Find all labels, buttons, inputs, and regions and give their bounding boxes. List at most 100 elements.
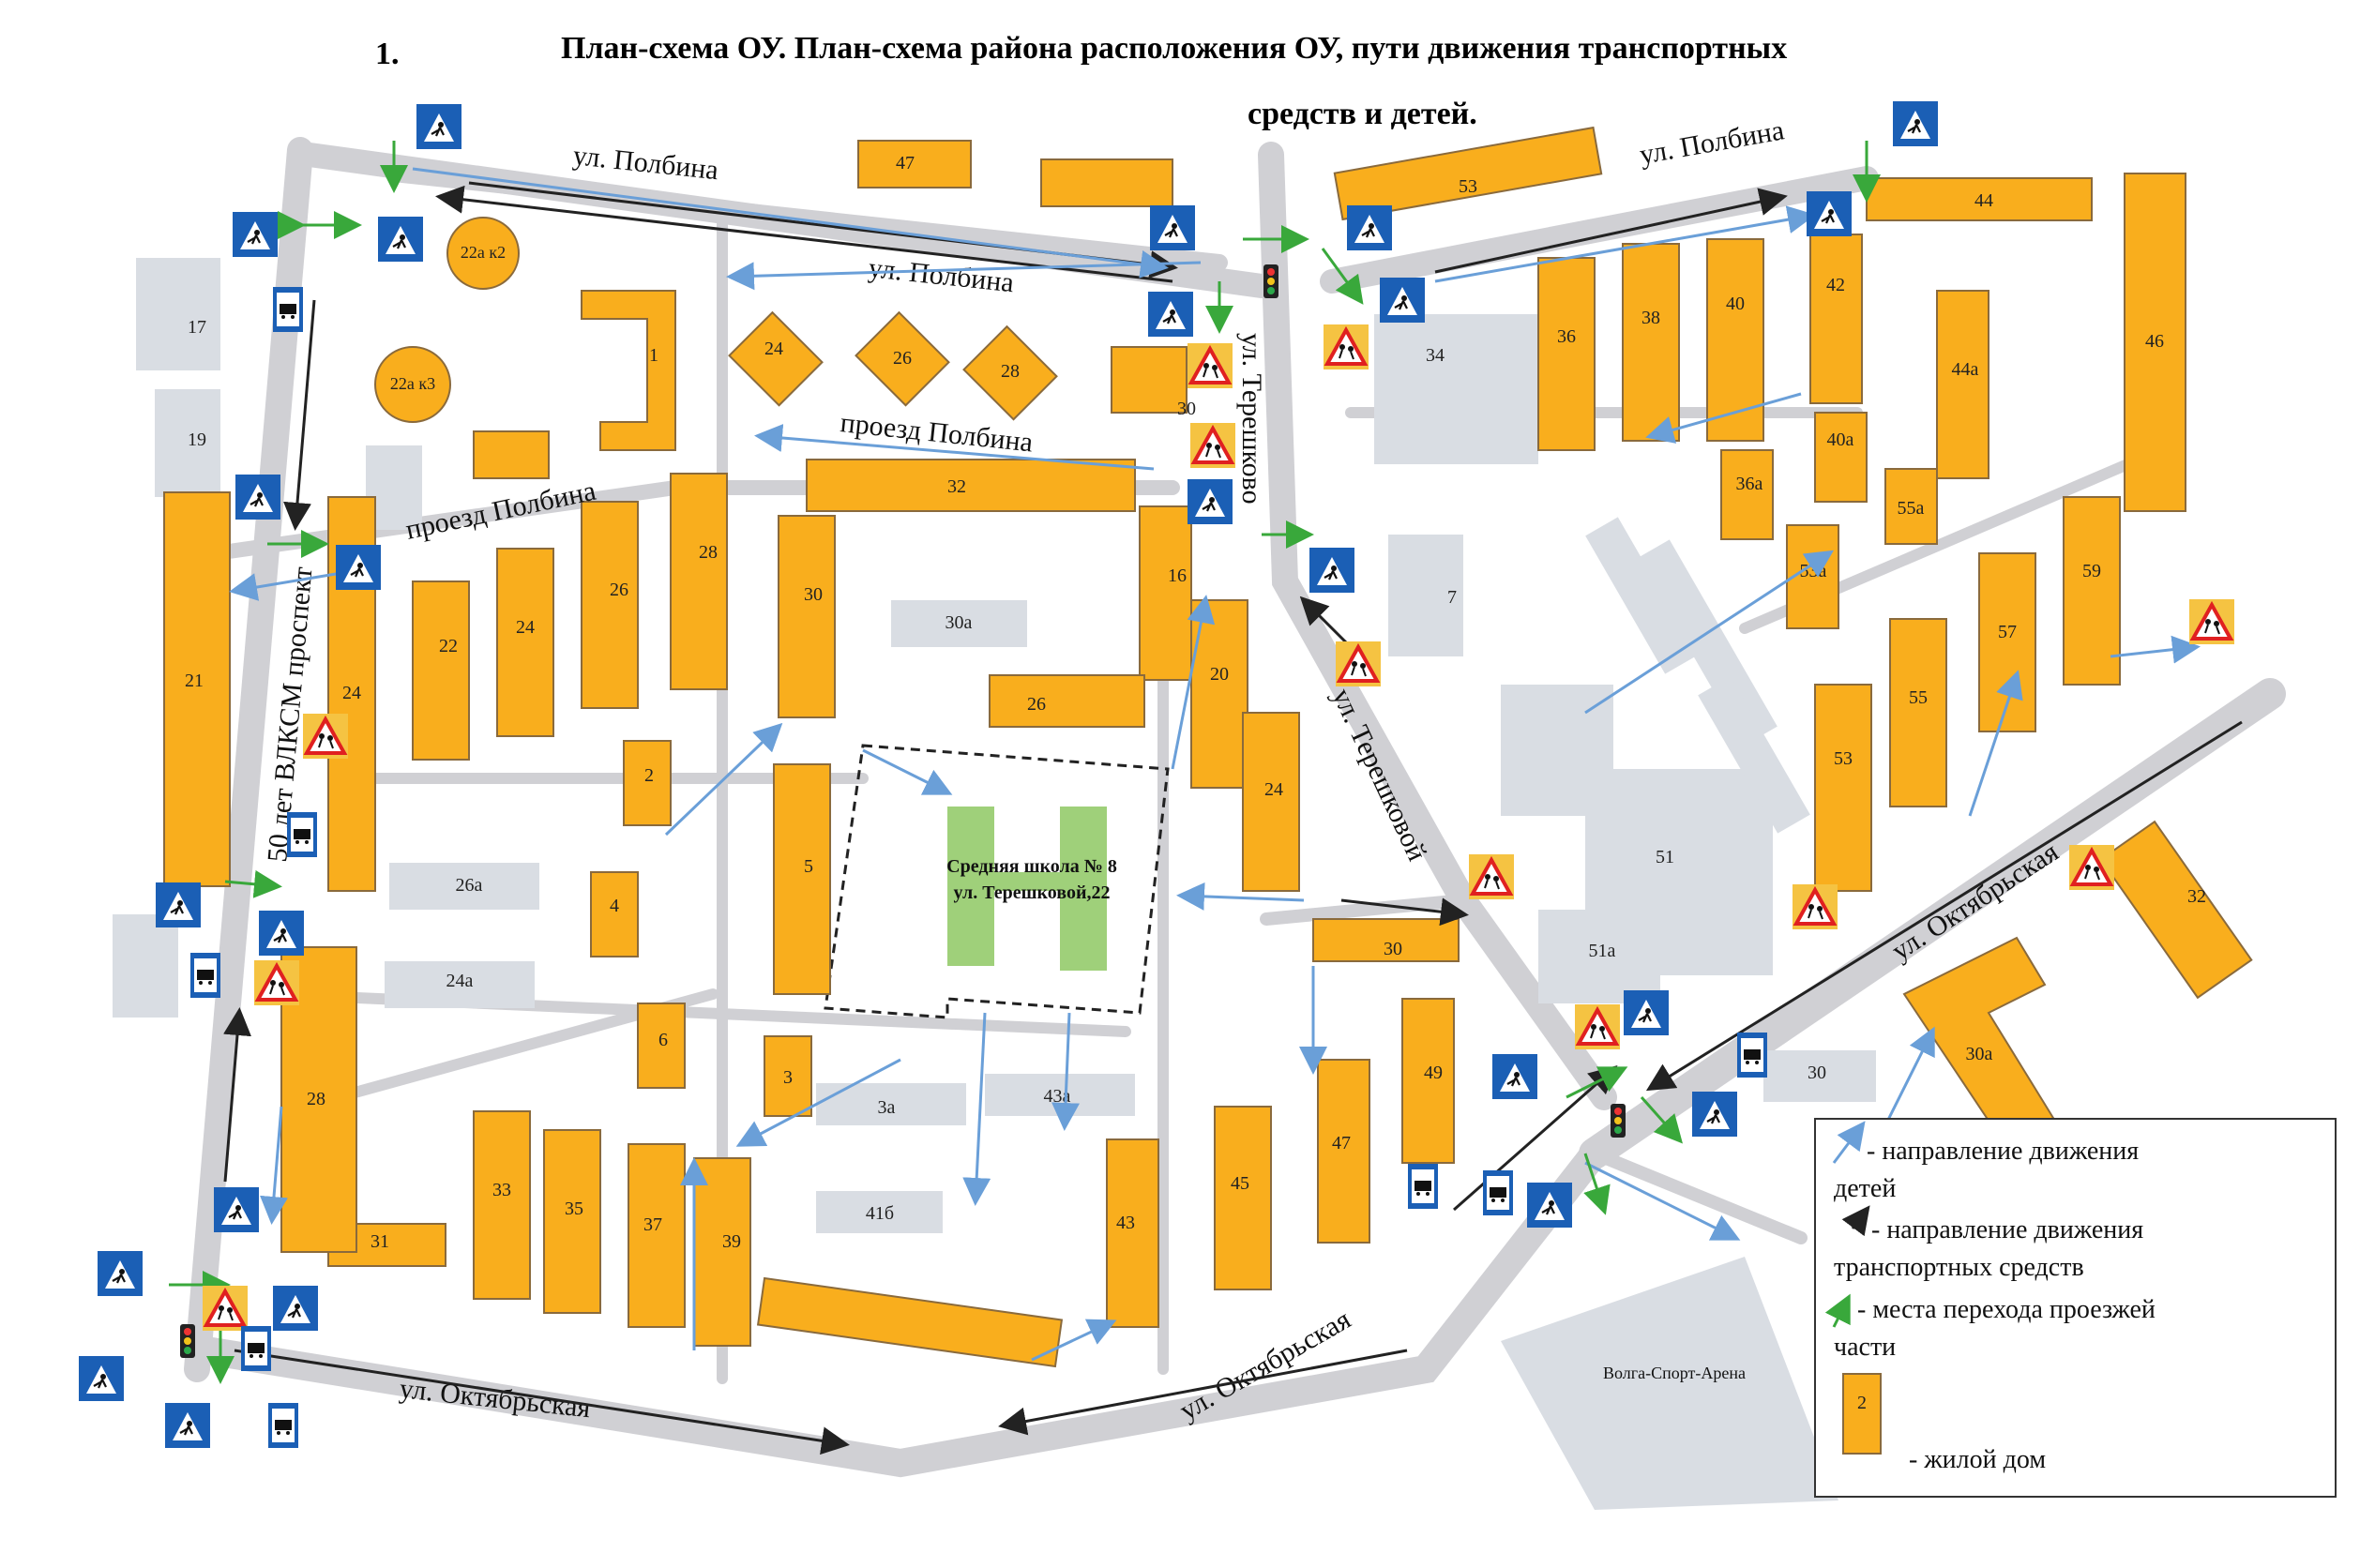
children-warning-sign-icon [1186,341,1234,390]
children-arrow [1584,550,1835,715]
label-47t: 47 [896,153,915,173]
legend-vehicle-arrow-icon [1841,1205,1870,1237]
house-36 [1537,257,1596,451]
road-internal-6 [1260,894,1470,926]
house-47 [1317,1059,1370,1244]
label-31: 31 [371,1231,389,1252]
vehicle-arrow [1434,188,1788,274]
house-3 [764,1035,812,1117]
label-32: 32 [947,476,966,497]
house-22ak3 [374,346,451,423]
label-32r: 32 [2187,886,2206,907]
label-51: 51 [1656,847,1674,867]
pedestrian-crossing-sign-icon [1308,546,1356,595]
street-polbina-top-right: ул. Полбина [1637,114,1786,171]
label-39: 39 [722,1231,741,1252]
house-28t [962,324,1058,421]
children-arrow [735,1058,901,1147]
label-26m: 26 [1027,694,1046,715]
children-arrow [1645,392,1802,444]
public-buildings [113,258,1876,1510]
children-arrow [862,748,953,795]
house-22 [412,580,470,761]
traffic-light-icon [1263,264,1278,298]
house-1b [473,430,550,479]
label-22: 22 [439,636,458,656]
house-45 [1214,1106,1272,1290]
house-47t [857,140,972,188]
label-22ak3: 22а к3 [390,374,435,393]
children-arrow [229,570,348,601]
label-37: 37 [643,1214,662,1235]
vehicle-arrow [283,299,316,531]
street-tereshkovoy-lower: ул. Терешковой [1326,684,1433,866]
house-24m [1242,712,1300,892]
school-building-middle [994,872,1060,891]
road-vlksm [184,137,313,1382]
house-6 [637,1003,686,1089]
label-7: 7 [1447,587,1457,608]
children-warning-sign-icon [1322,323,1370,371]
house-43 [1106,1138,1159,1328]
bus-stop-icon [287,812,317,857]
bus-stop-icon [268,1403,298,1448]
house-44a [1936,290,1989,479]
bus-stop-icon [1737,1033,1767,1078]
label-44: 44 [1974,190,1993,211]
house-40 [1706,238,1764,442]
road-polbina-north [386,165,1228,271]
label-6: 6 [658,1030,668,1050]
children-arrow [664,722,783,837]
house-35 [543,1129,601,1314]
house-32 [806,459,1136,512]
label-28l: 28 [307,1089,325,1109]
house-55a [1884,468,1938,545]
label-21: 21 [185,671,204,691]
house-5 [773,763,831,995]
label-17: 17 [188,317,206,338]
legend-house-text: - жилой дом [1909,1445,2046,1474]
house-53 [1814,684,1872,892]
house-16 [1139,505,1192,681]
label-19: 19 [188,430,206,450]
house-4 [590,871,639,957]
school-building-left [947,807,994,966]
children-warning-sign-icon [252,958,301,1007]
legend-box [1814,1118,2337,1498]
school-boundary [824,744,1170,1019]
grey-bldg-17 [136,258,220,370]
label-30rr: 30 [1808,1063,1826,1083]
traffic-light-icon [180,1324,195,1358]
legend-crossing-text: - места перехода проезжей части [1834,1295,2162,1362]
grey-bldg-east1 [1585,517,1698,674]
children-warning-sign-icon [201,1284,250,1333]
house-22ak2 [446,217,520,290]
traffic-light-icon [1611,1104,1626,1138]
label-24l: 24 [342,683,361,703]
label-42: 42 [1826,275,1845,295]
pedestrian-crossing-sign-icon [1690,1090,1739,1138]
label-41b: 41б [866,1203,894,1224]
pedestrian-crossing-sign-icon [1490,1052,1539,1101]
house-47t2 [1040,158,1173,207]
house-33 [473,1110,531,1300]
children-warning-sign-icon [1467,852,1516,901]
legend: - направление движения детей - направлен… [1814,1118,2337,1498]
children-arrow [726,261,1202,291]
pedestrian-crossing-sign-icon [77,1354,126,1403]
bus-stop-icon [273,287,303,332]
label-51a: 51а [1589,941,1616,961]
label-33: 33 [492,1180,511,1200]
bus-stop-icon [190,953,220,998]
children-warning-sign-icon [2067,843,2116,892]
pedestrian-crossing-sign-icon [1622,988,1671,1037]
legend-vehicle-text: - направление движения транспортных сред… [1834,1215,2150,1282]
legend-house-number: 2 [1857,1393,1867,1413]
children-warning-sign-icon [1188,421,1237,470]
house-30 [778,515,836,718]
legend-children-text: - направление движения детей [1834,1137,2145,1203]
bus-stop-icon [1408,1164,1438,1209]
crossing-mark [224,869,282,898]
pedestrian-crossing-sign-icon [234,473,282,521]
